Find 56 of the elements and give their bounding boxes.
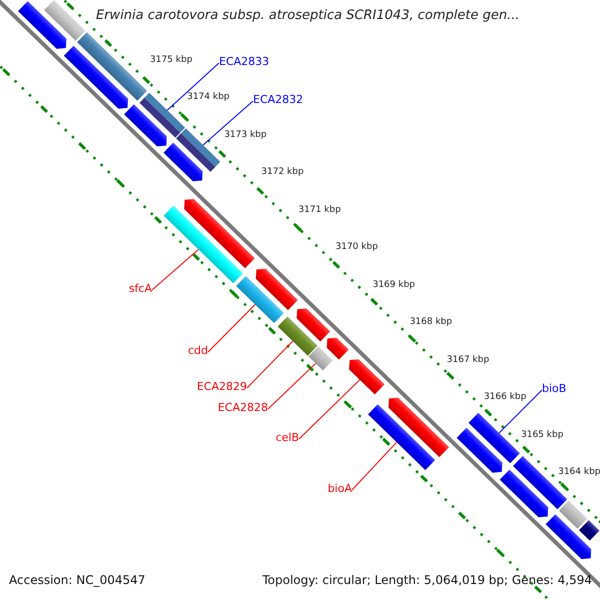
gene-block: [578, 520, 600, 541]
scale-label: 3166 kbp: [484, 392, 526, 402]
scale-label: 3172 kbp: [261, 167, 304, 178]
gene-label: ECA2832: [253, 94, 304, 107]
scale-label: 3168 kbp: [410, 317, 452, 328]
gene-label: cdd: [188, 345, 208, 358]
genome-summary-note: Topology: circular; Length: 5,064,019 bp; Genes: 4,594: [262, 574, 592, 588]
gene-block: [184, 198, 255, 268]
gene-block: [349, 359, 385, 394]
gene-block: [278, 316, 318, 356]
gene-block: [256, 268, 298, 310]
gene-block: [296, 308, 330, 342]
scale-label: 3175 kbp: [150, 55, 192, 66]
scale-label: 3174 kbp: [187, 92, 230, 103]
gene-block: [468, 412, 520, 464]
gene-block: [236, 276, 284, 323]
gene-block: [308, 346, 333, 370]
gene-block: [18, 1, 66, 49]
gene-block: [44, 0, 86, 41]
gene-label: bioA: [328, 483, 352, 496]
gene-label: ECA2828: [218, 402, 268, 415]
leader-line: [352, 442, 398, 490]
gene-block: [500, 470, 548, 518]
scale-label: 3167 kbp: [446, 354, 490, 365]
gene-label: bioB: [542, 383, 566, 396]
gene-block: [164, 206, 243, 284]
scale-label: 3171 kbp: [298, 204, 341, 216]
leader-line: [246, 340, 294, 388]
leader-line: [202, 100, 254, 146]
gene-block: [140, 92, 186, 138]
leader-line: [166, 62, 220, 111]
gene-block: [388, 398, 450, 458]
gene-label: celB: [276, 432, 299, 445]
scale-label: 3173 kbp: [224, 130, 267, 140]
accession-note: Accession: NC_004547: [9, 574, 146, 588]
leader-line: [498, 390, 542, 434]
gene-block: [176, 128, 220, 172]
gene-block: [64, 46, 128, 109]
gene-block: [456, 428, 502, 473]
gene-block: [326, 338, 349, 360]
gene-block: [124, 104, 167, 146]
gene-block: [558, 500, 588, 529]
gene-label: sfcA: [128, 283, 152, 296]
leader-line: [268, 362, 316, 410]
leader-line: [298, 379, 360, 440]
scale-label: 3165 kbp: [521, 430, 564, 440]
gene-block: [368, 404, 436, 470]
scale-label: 3170 kbp: [336, 242, 378, 253]
gene-block: [77, 32, 148, 101]
leader-line: [208, 304, 256, 352]
leader-line: [152, 248, 199, 290]
scale-label: 3169 kbp: [372, 280, 415, 290]
gene-block: [164, 142, 203, 182]
gene-label: ECA2829: [196, 381, 247, 394]
gene-label: ECA2833: [219, 56, 270, 69]
scale-label: 3164 kbp: [558, 466, 600, 478]
